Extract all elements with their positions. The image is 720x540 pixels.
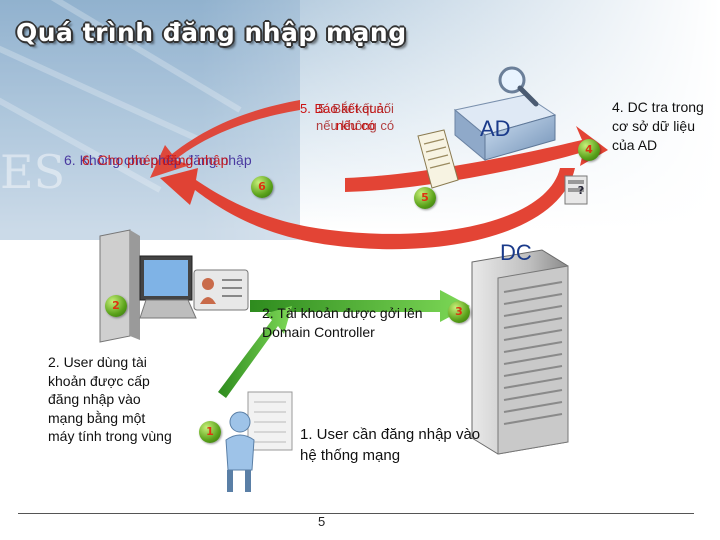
account-sent-text: 2. Tài khoản được gởi lên Domain Control… <box>262 305 423 340</box>
step-badge-2: 2 <box>105 295 127 317</box>
user-uses-text: 2. User dùng tài khoản được cấp đăng nhậ… <box>48 354 172 444</box>
step-badge-6: 6 <box>251 176 273 198</box>
slide-title: Quá trình đăng nhập mạng <box>16 18 407 47</box>
step-badge-1: 1 <box>199 421 221 443</box>
result-text-b: 5. Bắt kết nối <box>318 101 394 116</box>
dc-lookup-text: 4. DC tra trong cơ sở dữ liệu của AD <box>612 99 704 153</box>
footer-divider <box>18 513 694 514</box>
dc-label: DC <box>500 240 532 265</box>
page-number: 5 <box>318 514 326 529</box>
svg-text:ES: ES <box>0 145 65 199</box>
step-badge-3: 3 <box>448 301 470 323</box>
result-text-c: nếu có <box>336 118 376 133</box>
step-badge-5: 5 <box>414 187 436 209</box>
result-text-a: 5. Báo kết quả: <box>300 101 388 116</box>
deny-text: 6. Không cho phép đăng nhập <box>64 152 252 168</box>
question-badge: ? <box>577 184 585 197</box>
result-text-d: nếu không có <box>316 118 395 133</box>
allow-text: 6. Cho phép đăng nhập <box>82 152 229 168</box>
step-badge-4: 4 <box>578 139 600 161</box>
ad-label: AD <box>480 116 511 141</box>
user-needs-text: 1. User cần đăng nhập vào hệ thống mạng <box>300 426 481 464</box>
